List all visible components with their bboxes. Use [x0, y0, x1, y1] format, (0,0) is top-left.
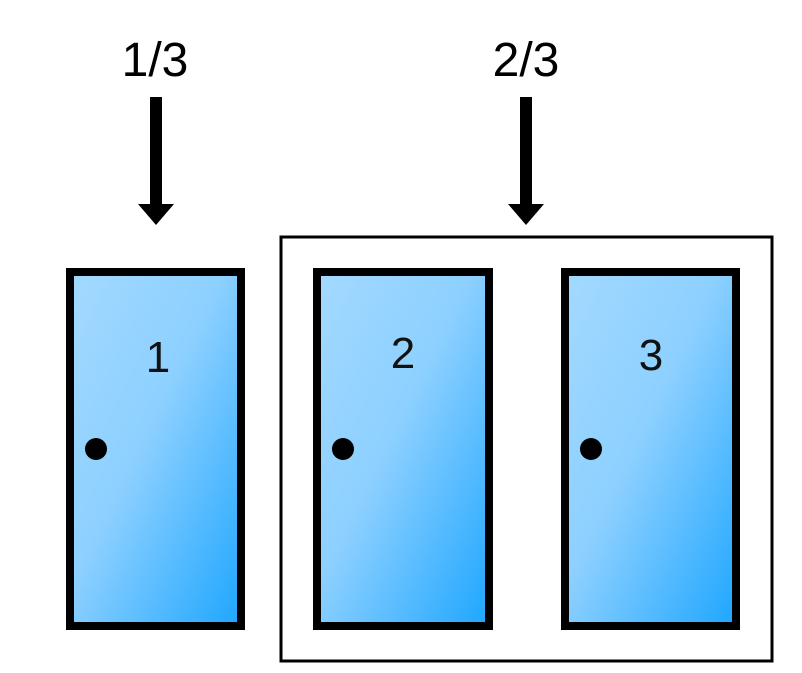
arrow-to-door-group: [508, 97, 544, 225]
door-1[interactable]: 1: [66, 268, 245, 630]
door-number: 1: [146, 333, 170, 382]
door-knob: [85, 438, 107, 460]
arrow-to-door-1: [138, 97, 174, 225]
door-panel: [561, 268, 740, 630]
door-number: 2: [391, 329, 415, 378]
probability-label-one-third: 1/3: [122, 34, 189, 87]
probability-label-two-thirds: 2/3: [493, 34, 560, 87]
door-knob: [332, 438, 354, 460]
door-knob: [580, 438, 602, 460]
door-number: 3: [639, 331, 663, 380]
door-3[interactable]: 3: [561, 268, 740, 630]
group-box-doors-2-3: [279, 235, 774, 663]
door-2[interactable]: 2: [313, 268, 493, 630]
